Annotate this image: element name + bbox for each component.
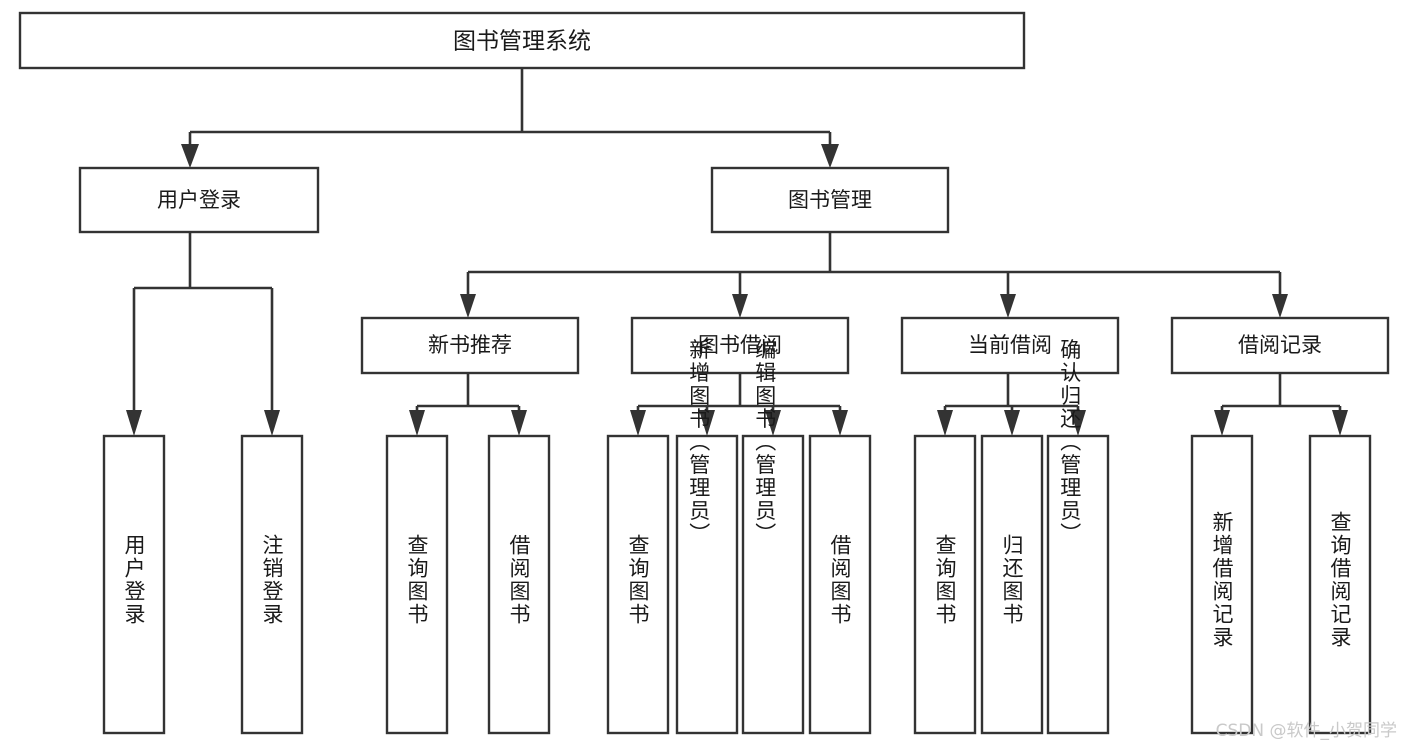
leaf-cb-query-book[interactable]: 查询图书	[913, 434, 977, 735]
connector-group-new-book-rec	[409, 373, 527, 436]
arrow-head-cb-child-1	[937, 410, 953, 436]
connector-group-book-borrow	[630, 373, 848, 436]
arrow-head-new-book-rec	[460, 294, 476, 318]
node-root-system[interactable]: 图书管理系统	[18, 11, 1026, 70]
leaf-br-add-record-label: 新增借阅记录	[1210, 511, 1234, 649]
leaf-nbr-borrow-book[interactable]: 借阅图书	[487, 434, 551, 735]
leaf-bb-add-book-admin-label: 新增图书（管理员）	[687, 339, 711, 546]
leaf-br-add-record-box[interactable]	[1190, 434, 1254, 735]
arrow-head-bb-child-4	[832, 410, 848, 436]
leaf-bb-add-book-admin[interactable]: 新增图书（管理员）	[675, 339, 739, 735]
leaf-bb-edit-book-admin[interactable]: 编辑图书（管理员）	[741, 339, 805, 735]
arrow-head-br-child-1	[1214, 410, 1230, 436]
leaf-cb-return-book[interactable]: 归还图书	[980, 434, 1044, 735]
node-book-borrow-label: 图书借阅	[698, 333, 782, 357]
arrow-head-bb-child-1	[630, 410, 646, 436]
node-book-manage-box[interactable]	[710, 166, 950, 234]
arrow-head-br-child-2	[1332, 410, 1348, 436]
arrow-head-nbr-child-1	[409, 410, 425, 436]
leaf-cb-query-book-label: 查询图书	[933, 534, 957, 626]
leaf-bb-edit-book-admin-box[interactable]	[741, 434, 805, 735]
node-new-book-recommend-box[interactable]	[360, 316, 580, 375]
leaf-nbr-borrow-book-box[interactable]	[487, 434, 551, 735]
node-borrow-record-box[interactable]	[1170, 316, 1390, 375]
arrow-head-book-borrow	[732, 294, 748, 318]
node-book-manage[interactable]: 图书管理	[710, 166, 950, 234]
arrow-head-bb-child-2	[699, 410, 715, 436]
node-book-manage-label: 图书管理	[788, 188, 872, 212]
leaf-cb-confirm-return-admin-box[interactable]	[1046, 434, 1110, 735]
leaf-br-query-record[interactable]: 查询借阅记录	[1308, 434, 1372, 735]
leaf-bb-borrow-book-box[interactable]	[808, 434, 872, 735]
arrow-head-nbr-child-2	[511, 410, 527, 436]
arrow-head-cb-child-2	[1004, 410, 1020, 436]
leaf-br-add-record[interactable]: 新增借阅记录	[1190, 434, 1254, 735]
leaf-cb-confirm-return-admin-label: 确认归还（管理员）	[1058, 339, 1082, 546]
arrow-head-leaf-user-login	[126, 410, 142, 436]
leaf-bb-add-book-admin-box[interactable]	[675, 434, 739, 735]
leaf-nbr-query-book-label: 查询图书	[405, 534, 429, 626]
leaf-br-query-record-label: 查询借阅记录	[1328, 511, 1352, 649]
arrow-head-borrow-record	[1272, 294, 1288, 318]
leaf-br-query-record-box[interactable]	[1308, 434, 1372, 735]
connector-group-user-login	[126, 232, 280, 436]
node-current-borrow-label: 当前借阅	[968, 333, 1052, 357]
leaf-cb-return-book-box[interactable]	[980, 434, 1044, 735]
node-current-borrow[interactable]: 当前借阅	[900, 316, 1120, 375]
leaf-cb-confirm-return-admin[interactable]: 确认归还（管理员）	[1046, 339, 1110, 735]
connector-group-borrow-record	[1214, 373, 1348, 436]
arrow-head-leaf-logout	[264, 410, 280, 436]
leaf-cb-return-book-label: 归还图书	[1000, 534, 1024, 626]
arrow-head-current-borrow	[1000, 294, 1016, 318]
arrow-head-cb-child-3	[1070, 410, 1086, 436]
leaf-bb-query-book-label: 查询图书	[626, 534, 650, 626]
watermark-label: CSDN @软件_小贺同学	[1215, 721, 1397, 741]
leaf-logout-box[interactable]	[240, 434, 304, 735]
leaf-bb-edit-book-admin-label: 编辑图书（管理员）	[753, 339, 777, 546]
arrow-head-user-login	[181, 144, 199, 168]
node-book-borrow-box[interactable]	[630, 316, 850, 375]
node-root-system-box[interactable]	[18, 11, 1026, 70]
node-root-system-label: 图书管理系统	[453, 29, 591, 55]
leaf-nbr-query-book-box[interactable]	[385, 434, 449, 735]
node-user-login-label: 用户登录	[157, 188, 241, 212]
connector-group-current-borrow	[937, 373, 1086, 436]
leaf-bb-borrow-book-label: 借阅图书	[828, 534, 852, 626]
node-user-login-box[interactable]	[78, 166, 320, 234]
node-new-book-recommend[interactable]: 新书推荐	[360, 316, 580, 375]
connector-group-book-manage	[460, 232, 1288, 318]
arrow-head-bb-child-3	[765, 410, 781, 436]
node-user-login[interactable]: 用户登录	[78, 166, 320, 234]
leaf-bb-query-book[interactable]: 查询图书	[606, 434, 670, 735]
node-new-book-recommend-label: 新书推荐	[428, 333, 512, 357]
leaf-logout[interactable]: 注销登录	[240, 434, 304, 735]
leaf-user-login-label: 用户登录	[122, 534, 146, 626]
node-book-borrow[interactable]: 图书借阅	[630, 316, 850, 375]
node-borrow-record-label: 借阅记录	[1238, 333, 1322, 357]
leaf-bb-borrow-book[interactable]: 借阅图书	[808, 434, 872, 735]
leaf-nbr-query-book[interactable]: 查询图书	[385, 434, 449, 735]
node-borrow-record[interactable]: 借阅记录	[1170, 316, 1390, 375]
leaf-nbr-borrow-book-label: 借阅图书	[507, 534, 531, 626]
leaf-cb-query-book-box[interactable]	[913, 434, 977, 735]
connector-group-root	[181, 68, 839, 168]
arrow-head-book-manage	[821, 144, 839, 168]
node-current-borrow-box[interactable]	[900, 316, 1120, 375]
leaf-logout-label: 注销登录	[260, 534, 284, 626]
leaf-bb-query-book-box[interactable]	[606, 434, 670, 735]
leaf-user-login[interactable]: 用户登录	[102, 434, 166, 735]
leaf-user-login-box[interactable]	[102, 434, 166, 735]
